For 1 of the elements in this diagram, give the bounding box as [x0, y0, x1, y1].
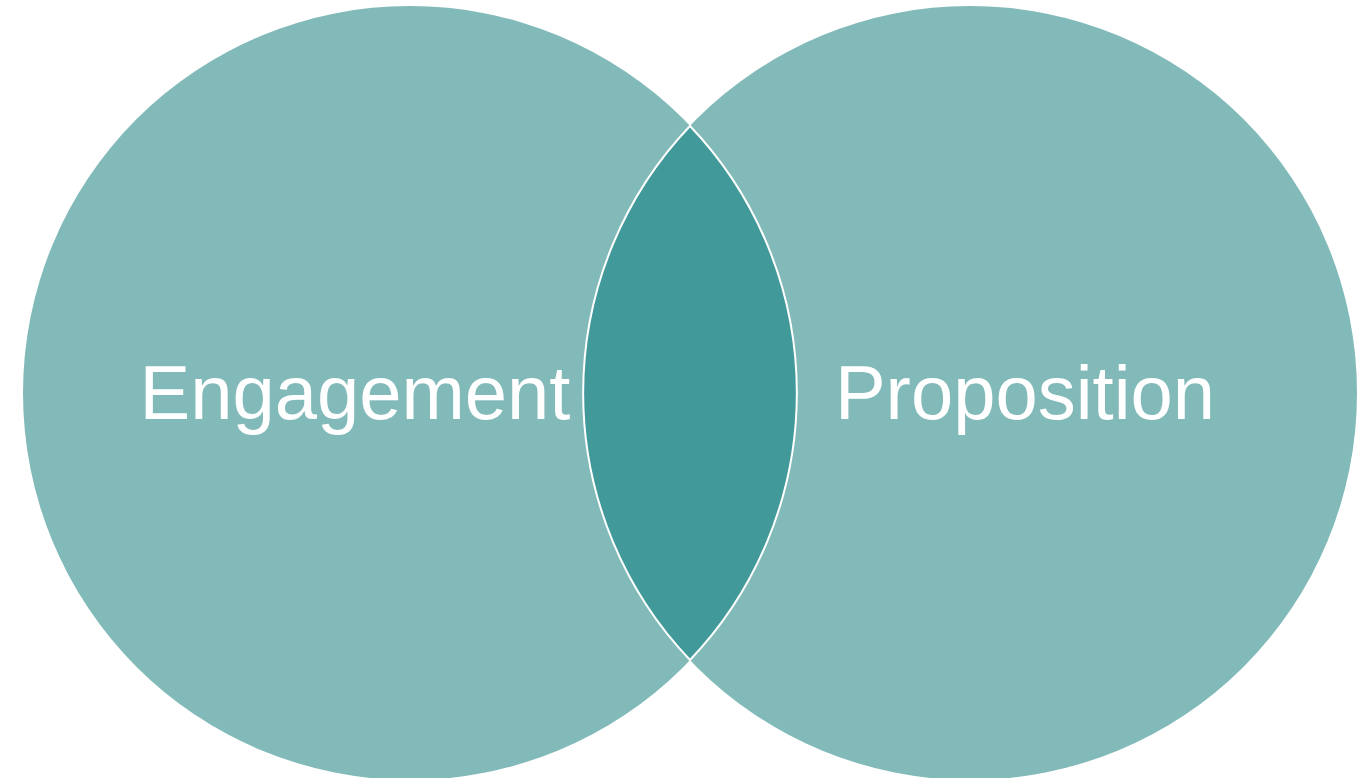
overlap-region	[582, 125, 798, 661]
